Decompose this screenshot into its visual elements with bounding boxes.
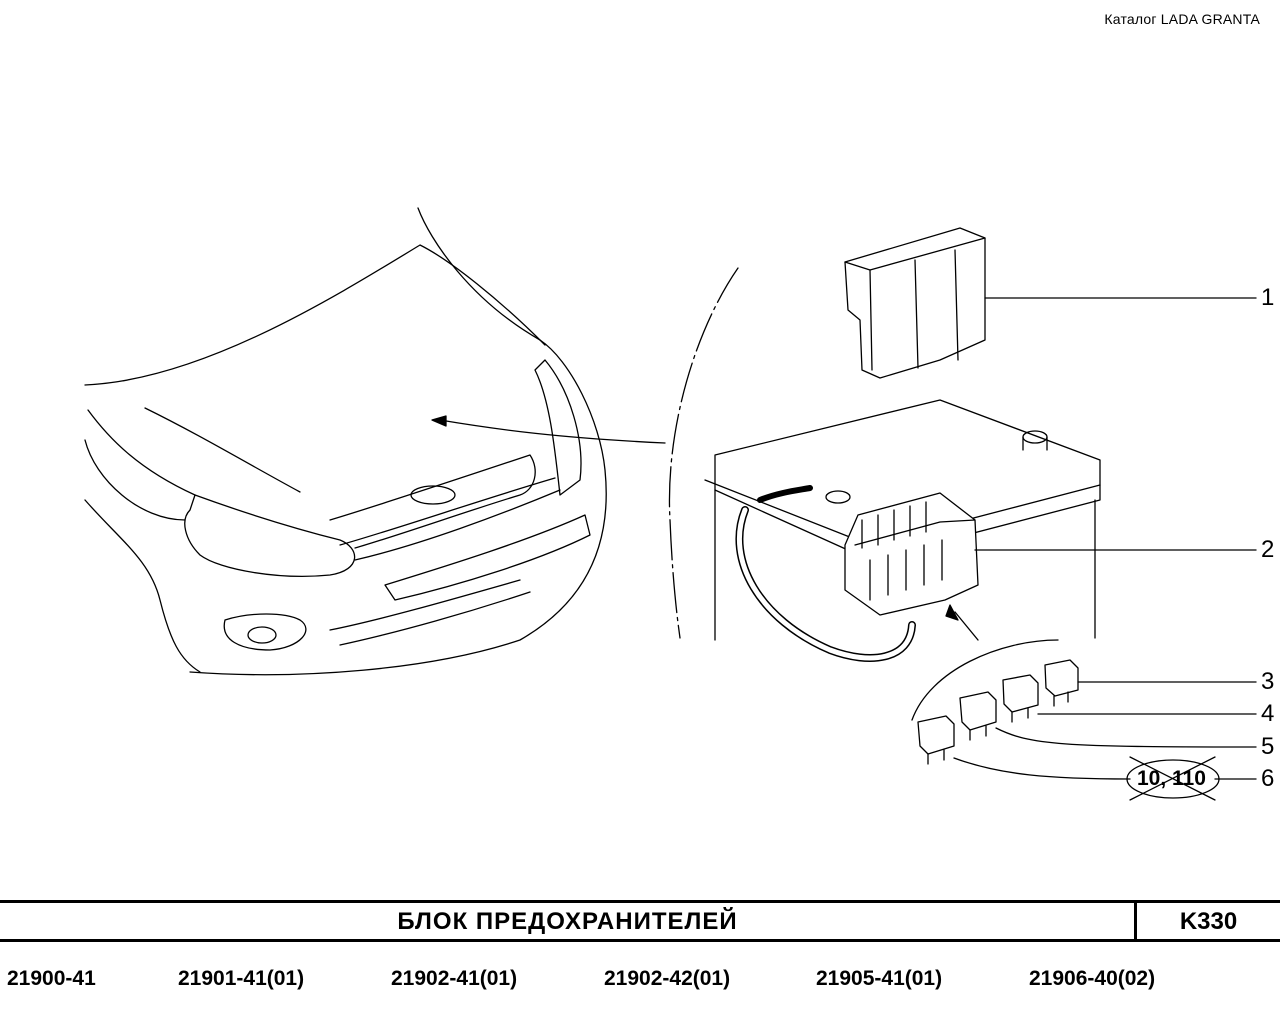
- callout-6: 6: [1261, 765, 1275, 792]
- callout-2: 2: [1261, 536, 1275, 563]
- model-code: 21905-41(01): [816, 967, 943, 990]
- battery-assembly: [704, 399, 1257, 662]
- model-code: 21902-42(01): [604, 967, 731, 990]
- model-code: 21906-40(02): [1029, 967, 1156, 990]
- catalog-code: K330: [1179, 908, 1238, 935]
- title-divider: [1134, 903, 1137, 939]
- catalog-header: Каталог LADA GRANTA: [1104, 11, 1260, 27]
- title-bar: БЛОК ПРЕДОХРАНИТЕЛЕЙ K330: [0, 900, 1280, 942]
- model-code: 21902-41(01): [391, 967, 518, 990]
- callout-5: 5: [1261, 733, 1275, 760]
- fuse-annotation: 10, 110: [1137, 767, 1206, 790]
- fuses-panel: [911, 639, 1257, 801]
- fuse-box-cover: [844, 227, 1257, 379]
- model-code: 21901-41(01): [178, 967, 305, 990]
- technical-drawing: [84, 207, 1257, 801]
- callout-1: 1: [1261, 284, 1275, 311]
- model-list: 21900-41 21901-41(01) 21902-41(01) 21902…: [0, 967, 1280, 997]
- model-code: 21900-41: [7, 967, 96, 990]
- car-front-view: [84, 207, 666, 676]
- callout-4: 4: [1261, 700, 1275, 727]
- callout-3: 3: [1261, 668, 1275, 695]
- page-title: БЛОК ПРЕДОХРАНИТЕЛЕЙ: [397, 908, 738, 935]
